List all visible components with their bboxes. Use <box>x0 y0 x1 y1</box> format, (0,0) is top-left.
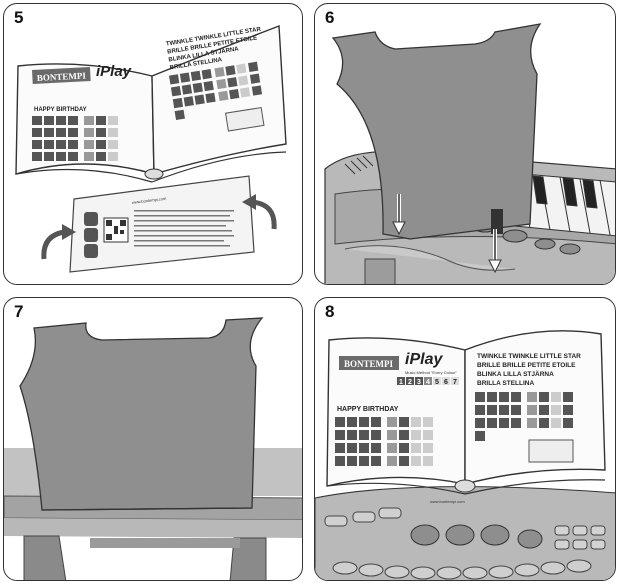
step-7-panel: 7 <box>3 297 303 581</box>
youtube-icon <box>84 212 98 226</box>
svg-text:5: 5 <box>435 379 439 386</box>
brand-logo: BONTEMPI <box>37 70 87 83</box>
song-title: TWINKLE TWINKLE LITTLE STAR <box>477 353 581 360</box>
song-title: BRILLE BRILLE PETITE ETOILE <box>477 362 576 369</box>
svg-text:7: 7 <box>453 379 457 386</box>
song-title: HAPPY BIRTHDAY <box>337 406 399 413</box>
instagram-icon <box>84 244 98 258</box>
step-number: 8 <box>325 302 335 321</box>
svg-text:6: 6 <box>444 379 448 386</box>
qr-code-icon <box>103 217 129 243</box>
svg-text:1: 1 <box>399 379 403 386</box>
step-8-panel: 8 BONTEMPI iPlay <box>314 297 616 581</box>
step-number: 6 <box>325 8 335 27</box>
down-arrow-icon <box>392 194 406 236</box>
step-6-panel: 6 <box>314 3 616 285</box>
step-8-illustration: BONTEMPI iPlay Music Method "Every Colou… <box>315 330 615 580</box>
website-text: www.bontempi.com <box>430 499 465 504</box>
rotate-arrow-icon <box>41 229 65 260</box>
step-number: 7 <box>14 302 24 321</box>
down-arrow-icon <box>488 229 502 274</box>
song-title: BLINKA LILLA STJÄRNA <box>477 370 554 378</box>
song-title: BRILLA STELLINA <box>477 380 534 387</box>
number-strip: 1 2 3 4 5 6 7 <box>397 377 459 386</box>
step-7-illustration <box>4 317 302 580</box>
step-5-panel: 5 www.bontempi.com BONTEMPI <box>3 3 303 285</box>
website-text: www.bontempi.com <box>132 196 168 205</box>
method-label: Music Method "Every Colour" <box>405 370 458 375</box>
svg-text:4: 4 <box>426 379 430 386</box>
facebook-icon <box>84 228 98 242</box>
step-5-illustration: www.bontempi.com BONTEMPI iPlay HAPPY BI… <box>15 25 287 273</box>
song-title: HAPPY BIRTHDAY <box>34 107 87 113</box>
iplay-logo: iPlay <box>96 63 132 80</box>
step-number: 5 <box>14 8 24 27</box>
svg-text:3: 3 <box>417 379 421 386</box>
step-6-illustration <box>324 23 615 284</box>
iplay-logo: iPlay <box>405 351 443 368</box>
brand-logo: BONTEMPI <box>344 359 394 369</box>
svg-text:2: 2 <box>408 379 412 386</box>
